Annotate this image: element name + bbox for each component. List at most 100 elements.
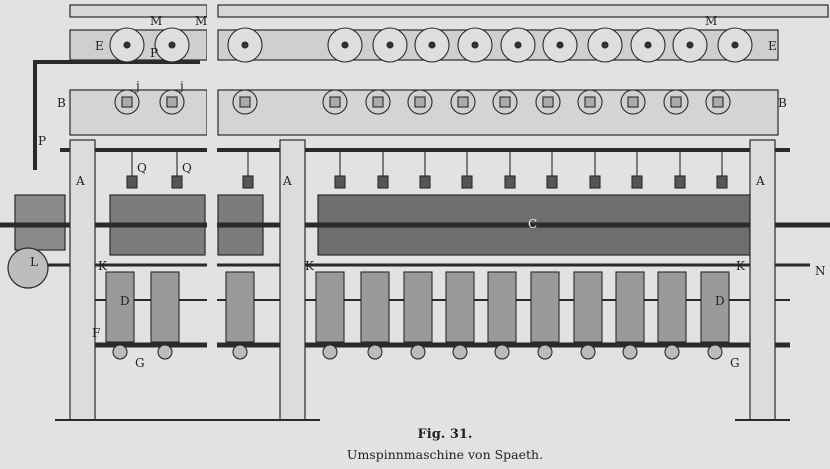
spool-hub — [731, 41, 739, 49]
bobbin-d — [657, 271, 687, 343]
guide-bracket — [166, 96, 178, 108]
bobbin-d — [573, 271, 603, 343]
spool-hub — [601, 41, 609, 49]
guide-bracket — [499, 96, 511, 108]
label-n: N — [815, 264, 826, 278]
flyer-q — [377, 175, 389, 189]
wheel-g — [322, 344, 338, 360]
label-a: A — [75, 174, 85, 188]
label-g: G — [730, 356, 740, 370]
flyer-q — [126, 175, 138, 189]
flyer-q — [504, 175, 516, 189]
spool-hub — [644, 41, 652, 49]
flyer-q — [461, 175, 473, 189]
label-a: A — [755, 174, 765, 188]
label-j: j — [134, 79, 140, 93]
label-k: K — [305, 259, 315, 273]
spool-hub — [386, 41, 394, 49]
spool-hub — [471, 41, 479, 49]
bobbin-d — [315, 271, 345, 343]
bobbin-d — [150, 271, 180, 343]
label-q: Q — [137, 161, 147, 175]
spool-hub — [241, 41, 249, 49]
label-b: B — [778, 96, 787, 110]
wheel-g — [494, 344, 510, 360]
wheel-g — [664, 344, 680, 360]
pipe-p — [33, 60, 200, 170]
spool-hub — [123, 41, 131, 49]
guide-bracket — [627, 96, 639, 108]
bobbin-d — [360, 271, 390, 343]
guide-bracket — [239, 96, 251, 108]
flyer-q — [716, 175, 728, 189]
spool-hub — [514, 41, 522, 49]
spool-hub — [341, 41, 349, 49]
label-j: j — [178, 79, 184, 93]
gear-l — [7, 247, 49, 289]
figure-number: Fig. 31. — [417, 427, 473, 442]
label-c: C — [528, 217, 537, 231]
wheel-g — [452, 344, 468, 360]
label-a: A — [282, 174, 292, 188]
top-frame-bar-right — [217, 4, 829, 18]
guide-bracket — [329, 96, 341, 108]
bobbin-d — [403, 271, 433, 343]
wheel-g — [537, 344, 553, 360]
top-frame-bar-left — [69, 4, 208, 18]
flyer-q — [631, 175, 643, 189]
guide-bracket — [457, 96, 469, 108]
label-p: P — [150, 46, 158, 60]
guide-bracket — [542, 96, 554, 108]
post-a-left — [69, 139, 96, 421]
flyer-q — [589, 175, 601, 189]
post-a-right — [749, 139, 776, 421]
wheel-g — [367, 344, 383, 360]
label-d: D — [120, 294, 130, 308]
label-k: K — [736, 259, 746, 273]
flyer-q — [242, 175, 254, 189]
guide-bracket — [712, 96, 724, 108]
figure-caption: Umspinnmaschine von Spaeth. — [346, 447, 544, 462]
label-m: M — [195, 14, 207, 28]
label-m: M — [150, 14, 162, 28]
wheel-g — [157, 344, 173, 360]
flyer-q — [334, 175, 346, 189]
guide-bracket — [414, 96, 426, 108]
wheel-g — [580, 344, 596, 360]
bobbin-d — [530, 271, 560, 343]
rail-b-left — [69, 89, 208, 136]
wheel-g — [410, 344, 426, 360]
label-p: P — [38, 134, 46, 148]
flyer-q — [546, 175, 558, 189]
flyer-q — [171, 175, 183, 189]
bobbin-d — [445, 271, 475, 343]
label-q: Q — [182, 161, 192, 175]
label-k: K — [98, 259, 108, 273]
bobbin-d — [487, 271, 517, 343]
bobbin-d — [700, 271, 730, 343]
guide-bracket — [670, 96, 682, 108]
guide-bracket — [584, 96, 596, 108]
label-g: G — [135, 356, 145, 370]
spool-hub — [556, 41, 564, 49]
label-e: E — [768, 39, 777, 53]
label-e: E — [95, 39, 104, 53]
bobbin-d — [105, 271, 135, 343]
bobbin-d — [615, 271, 645, 343]
label-f: F — [92, 326, 100, 340]
label-b: B — [57, 96, 66, 110]
wheel-g — [232, 344, 248, 360]
label-m: M — [705, 14, 717, 28]
label-l: L — [30, 255, 38, 269]
guide-bracket — [372, 96, 384, 108]
spool-hub — [168, 41, 176, 49]
spool-hub — [686, 41, 694, 49]
label-d: D — [715, 294, 725, 308]
flyer-q — [674, 175, 686, 189]
guide-bracket — [121, 96, 133, 108]
wheel-g — [707, 344, 723, 360]
bobbin-d — [225, 271, 255, 343]
flyer-q — [419, 175, 431, 189]
wheel-g — [622, 344, 638, 360]
